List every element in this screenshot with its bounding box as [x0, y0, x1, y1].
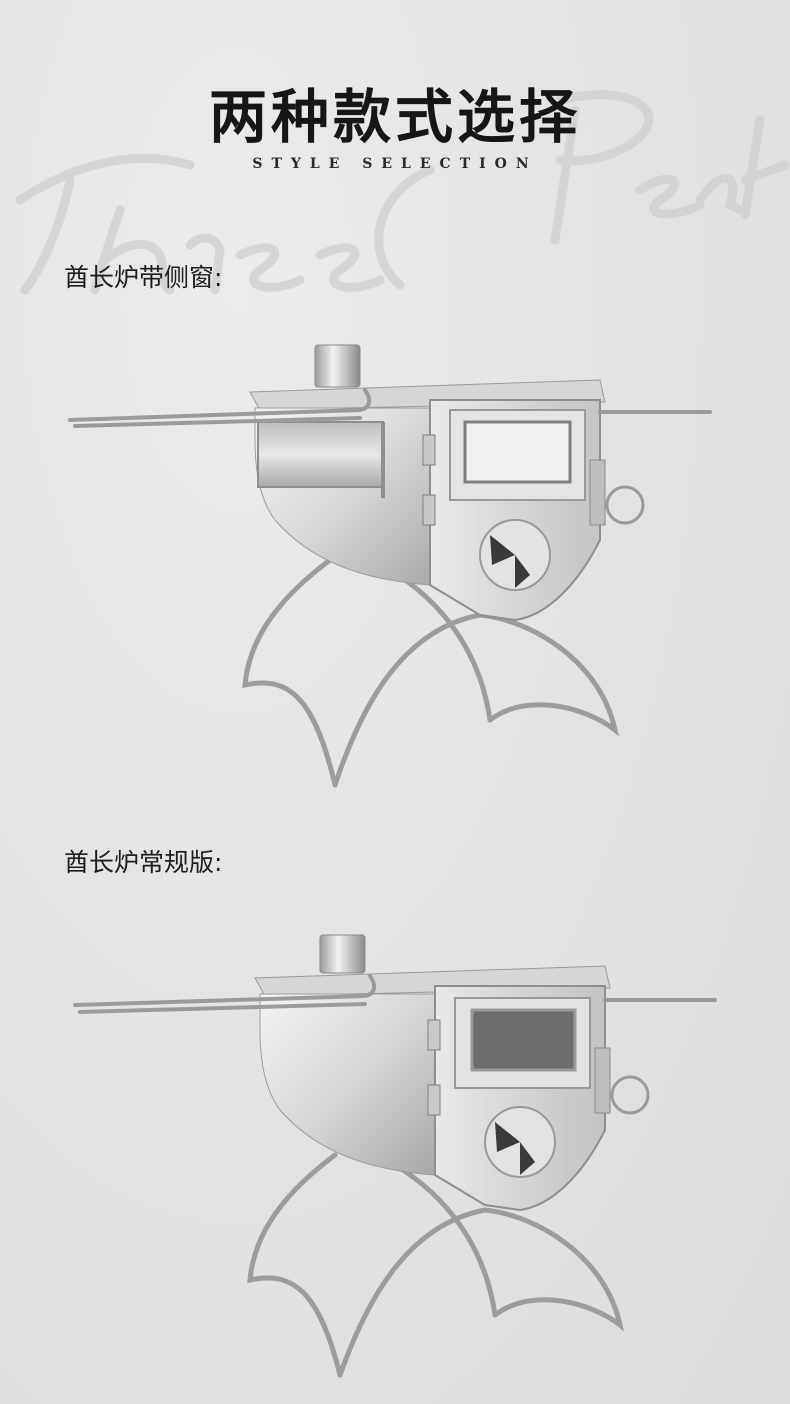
stove-side-window-image [68, 344, 712, 788]
stove-regular-image [73, 934, 717, 1378]
style-label-regular: 酋长炉常规版: [64, 848, 223, 877]
page-subtitle: STYLE SELECTION [252, 156, 538, 172]
style-label-side-window: 酋长炉带侧窗: [64, 263, 223, 292]
three-peaks-watermark [15, 90, 790, 295]
page-title: 两种款式选择 [208, 83, 581, 151]
